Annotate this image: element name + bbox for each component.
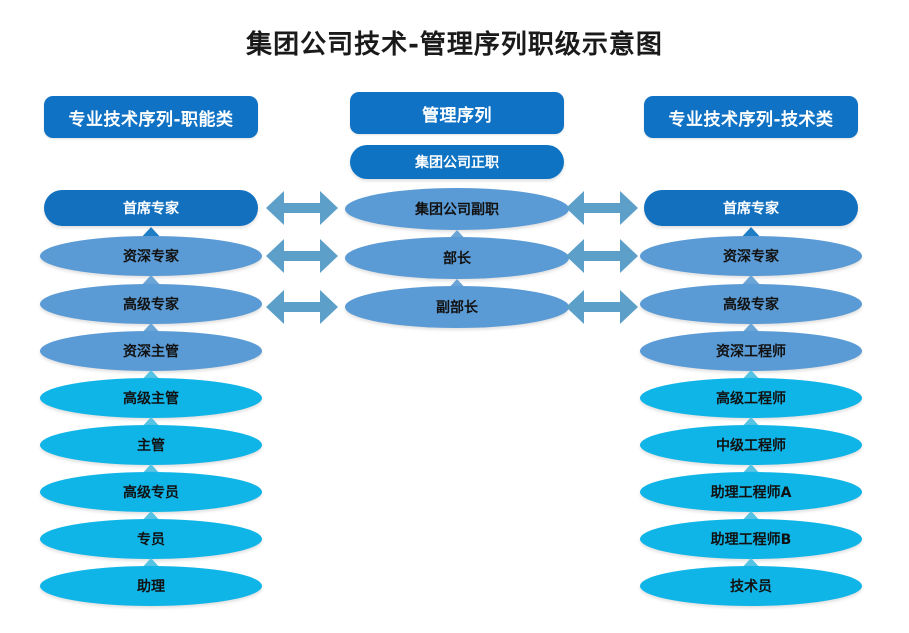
cross-link-left-middle-1 [266, 191, 338, 225]
cross-link-middle-right-1 [566, 191, 638, 225]
node-left-8[interactable]: 专员 [40, 519, 262, 559]
node-right-4[interactable]: 资深工程师 [640, 331, 862, 371]
cross-link-middle-right-2 [566, 239, 638, 273]
node-right-1[interactable]: 首席专家 [644, 190, 858, 226]
cross-link-middle-right-3 [566, 290, 638, 324]
node-left-5[interactable]: 高级主管 [40, 378, 262, 418]
node-right-3[interactable]: 高级专家 [640, 284, 862, 324]
node-right-7[interactable]: 助理工程师A [640, 472, 862, 512]
node-middle-2[interactable]: 集团公司副职 [345, 188, 569, 230]
node-left-1[interactable]: 首席专家 [44, 190, 258, 226]
page-title: 集团公司技术-管理序列职级示意图 [246, 30, 663, 60]
node-left-6[interactable]: 主管 [40, 425, 262, 465]
node-right-5[interactable]: 高级工程师 [640, 378, 862, 418]
node-left-3[interactable]: 高级专家 [40, 284, 262, 324]
node-right-9[interactable]: 技术员 [640, 566, 862, 606]
node-left-7[interactable]: 高级专员 [40, 472, 262, 512]
node-middle-1[interactable]: 集团公司正职 [350, 145, 564, 179]
node-left-2[interactable]: 资深专家 [40, 236, 262, 276]
node-left-4[interactable]: 资深主管 [40, 331, 262, 371]
cross-link-left-middle-2 [266, 239, 338, 273]
column-header-technical: 专业技术序列-技术类 [644, 96, 858, 138]
node-right-2[interactable]: 资深专家 [640, 236, 862, 276]
node-middle-3[interactable]: 部长 [345, 237, 569, 279]
column-header-functional: 专业技术序列-职能类 [44, 96, 258, 138]
cross-link-left-middle-3 [266, 290, 338, 324]
node-right-8[interactable]: 助理工程师B [640, 519, 862, 559]
node-right-6[interactable]: 中级工程师 [640, 425, 862, 465]
node-middle-4[interactable]: 副部长 [345, 286, 569, 328]
column-header-management: 管理序列 [350, 92, 564, 134]
node-left-9[interactable]: 助理 [40, 566, 262, 606]
